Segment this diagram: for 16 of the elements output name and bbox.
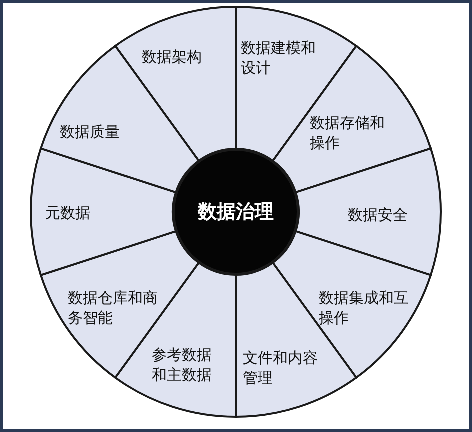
segment-label: 元数据	[46, 202, 90, 224]
segment-label: 文件和内容管理	[243, 348, 319, 388]
center-label: 数据治理	[198, 200, 274, 225]
segment-label: 数据存储和操作	[310, 112, 386, 154]
segment-label: 参考数据和主数据	[152, 344, 213, 386]
wheel-segment	[40, 45, 200, 194]
segment-label: 数据安全	[348, 204, 408, 226]
segment-label: 数据建模和设计	[241, 38, 317, 78]
center-circle	[173, 149, 299, 275]
wheel-segment	[272, 230, 432, 379]
segment-label: 数据质量	[60, 122, 120, 142]
segment-label: 数据架构	[142, 46, 202, 68]
wheel-segment	[30, 148, 178, 276]
segment-label: 数据仓库和商务智能	[68, 288, 159, 328]
wheel-segment	[114, 262, 237, 418]
segment-label: 数据集成和互操作	[319, 288, 410, 328]
